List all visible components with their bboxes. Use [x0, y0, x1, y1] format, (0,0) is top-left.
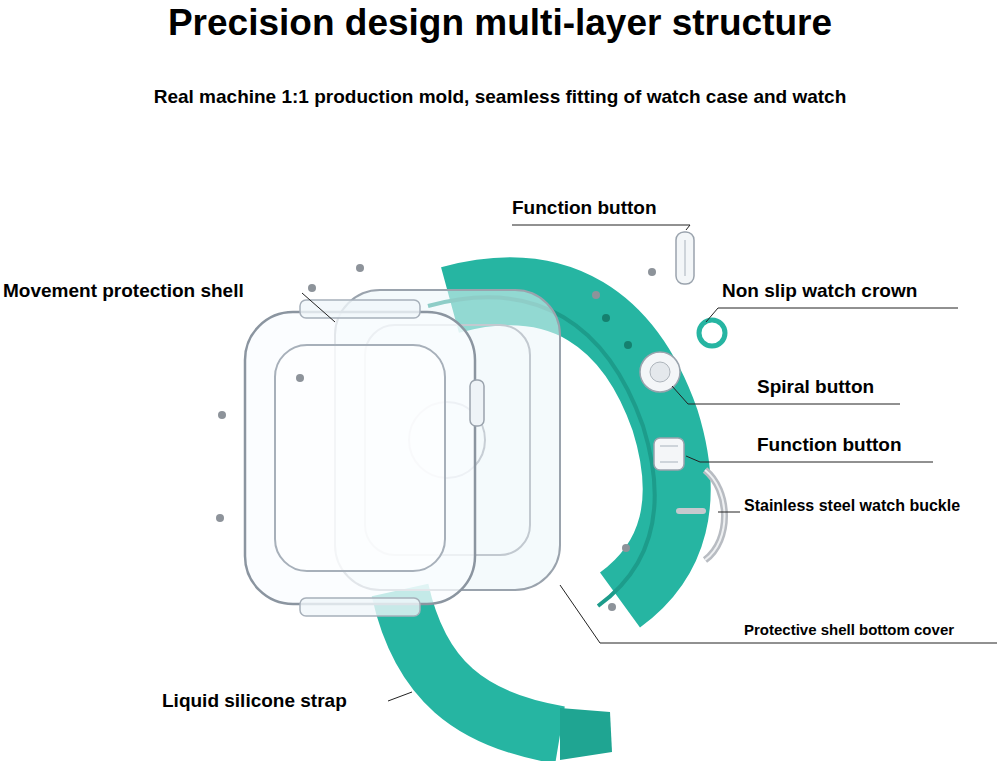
- watch-buckle: [705, 470, 725, 560]
- part-label: Movement protection shell: [3, 280, 244, 302]
- part-label: Protective shell bottom cover: [744, 621, 954, 638]
- part-label: Non slip watch crown: [722, 280, 917, 302]
- shell-side-button: [470, 380, 484, 426]
- leader-line: [560, 585, 997, 643]
- strap-hole: [624, 341, 632, 349]
- part-label: Stainless steel watch buckle: [744, 497, 960, 515]
- strap-keeper: [560, 708, 612, 760]
- part-label: Spiral button: [757, 376, 874, 398]
- protection-shell: [245, 312, 475, 604]
- screw: [216, 514, 224, 522]
- screw: [356, 264, 364, 272]
- screw: [608, 603, 616, 611]
- shell-lug: [300, 598, 420, 616]
- button-detail: [660, 461, 678, 463]
- part-label: Function button: [512, 197, 657, 219]
- screw: [308, 284, 316, 292]
- leader-line: [302, 293, 335, 322]
- part-label: Function button: [757, 434, 902, 456]
- screw: [622, 544, 630, 552]
- leader-line: [686, 456, 933, 462]
- protection-shell-inner: [275, 345, 445, 571]
- button-detail: [660, 445, 678, 447]
- leader-line: [718, 512, 740, 513]
- leader-lines: [302, 225, 997, 701]
- shell-lug: [300, 300, 420, 318]
- leader-line: [512, 225, 690, 230]
- buckle-pin: [676, 508, 706, 514]
- screw: [592, 291, 600, 299]
- subtitle: Real machine 1:1 production mold, seamle…: [154, 86, 847, 108]
- strap: [400, 590, 560, 735]
- screw: [296, 374, 304, 382]
- screws: [216, 264, 656, 611]
- spiral-button: [640, 352, 680, 392]
- strap-hole: [602, 314, 610, 322]
- part-label: Liquid silicone strap: [162, 690, 347, 712]
- leader-line: [706, 308, 958, 322]
- screw: [648, 268, 656, 276]
- crown-ring: [699, 320, 725, 346]
- leader-line: [388, 692, 412, 701]
- function-button: [676, 232, 694, 284]
- watch-buckle: [705, 470, 725, 560]
- screw: [218, 411, 226, 419]
- function-button: [654, 438, 684, 470]
- button-detail: [684, 240, 686, 276]
- title: Precision design multi-layer structure: [168, 2, 832, 45]
- spiral-button-core: [650, 362, 670, 382]
